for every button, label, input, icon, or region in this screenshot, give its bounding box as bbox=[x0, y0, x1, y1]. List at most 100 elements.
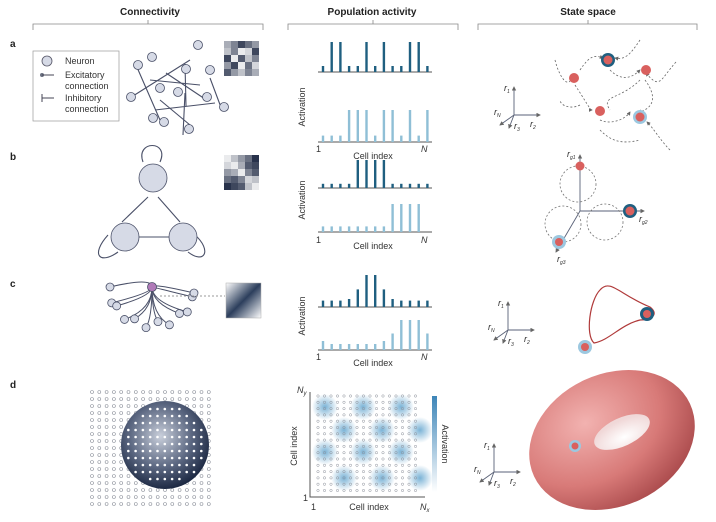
grid-neuron bbox=[401, 432, 404, 436]
sheet-neuron bbox=[112, 397, 116, 401]
sheet-neuron bbox=[126, 488, 131, 492]
sheet-neuron bbox=[134, 404, 138, 408]
ylabel-d: Cell index bbox=[289, 426, 299, 466]
bar-a-state1-9 bbox=[391, 66, 394, 72]
grid-neuron bbox=[414, 407, 417, 411]
sheet-neuron bbox=[90, 488, 94, 492]
grid-neuron bbox=[381, 489, 385, 492]
excitatory-icon bbox=[40, 73, 54, 77]
grid-neuron bbox=[336, 470, 339, 474]
sheet-neuron bbox=[192, 495, 196, 499]
activity-bump bbox=[331, 465, 357, 491]
sheet-neuron bbox=[112, 404, 116, 408]
grid-neuron bbox=[323, 470, 326, 474]
grid-neuron bbox=[323, 432, 326, 436]
grid-neuron bbox=[368, 470, 372, 474]
grid-neuron bbox=[401, 419, 404, 423]
bar-b-state2-5 bbox=[356, 226, 359, 232]
bump-neuron bbox=[156, 456, 159, 460]
bump-neuron bbox=[185, 470, 188, 474]
sheet-neuron bbox=[90, 446, 94, 450]
axis-label: r2 bbox=[530, 119, 536, 131]
grid-neuron bbox=[316, 432, 320, 436]
grid-neuron bbox=[349, 419, 352, 423]
legend-neuron: Neuron bbox=[65, 56, 95, 66]
matrix-cell bbox=[245, 169, 252, 176]
grid-neuron bbox=[323, 457, 326, 461]
sheet-neuron bbox=[192, 502, 196, 506]
grid-neuron bbox=[401, 489, 404, 492]
bump-neuron bbox=[170, 470, 174, 474]
matrix-cell bbox=[252, 183, 259, 190]
grid-neuron bbox=[336, 400, 339, 404]
grid-neuron bbox=[329, 489, 333, 492]
ring-neuron bbox=[105, 282, 115, 292]
sheet-neuron bbox=[163, 495, 167, 499]
sheet-neuron bbox=[177, 502, 182, 506]
sheet-neuron bbox=[119, 418, 123, 422]
bump-neuron bbox=[156, 421, 159, 425]
grid-neuron bbox=[355, 463, 359, 467]
bump-neuron bbox=[148, 456, 152, 460]
sheet-neuron bbox=[185, 488, 189, 492]
grid-neuron bbox=[362, 463, 365, 467]
sheet-neuron bbox=[199, 495, 204, 499]
grid-neuron bbox=[349, 463, 352, 467]
grid-neuron bbox=[329, 444, 333, 448]
sheet-neuron bbox=[97, 397, 102, 401]
axis-rn bbox=[499, 114, 515, 126]
bump-neuron bbox=[141, 442, 145, 446]
grid-neuron bbox=[394, 463, 398, 467]
grid-neuron bbox=[316, 463, 320, 467]
grid-neuron bbox=[349, 476, 352, 480]
bar-c-state2-4 bbox=[347, 344, 351, 350]
grid-neuron bbox=[316, 444, 320, 448]
matrix-cell bbox=[238, 155, 245, 162]
sheet-neuron bbox=[155, 502, 160, 506]
sheet-neuron bbox=[192, 390, 196, 394]
sheet-neuron bbox=[97, 474, 102, 478]
matrix-cell bbox=[252, 62, 259, 69]
grid-neuron bbox=[349, 489, 352, 492]
sheet-neuron bbox=[97, 425, 102, 429]
sheet-neuron bbox=[155, 390, 160, 394]
grid-neuron bbox=[394, 444, 398, 448]
sheet-neuron bbox=[207, 481, 211, 485]
bump-neuron bbox=[163, 407, 167, 411]
grid-neuron bbox=[368, 413, 372, 417]
grid-neuron bbox=[407, 419, 411, 423]
sheet-neuron bbox=[104, 474, 109, 478]
grid-neuron bbox=[381, 400, 385, 404]
grid-neuron bbox=[355, 489, 359, 492]
grid-neuron bbox=[342, 426, 346, 429]
ring-neuron bbox=[182, 307, 192, 317]
matrix-cell bbox=[231, 183, 238, 190]
grid-neuron bbox=[323, 444, 326, 448]
bar-c-state2-1 bbox=[321, 341, 325, 350]
bar-b-state2-3 bbox=[339, 226, 342, 232]
axis-label: r2 bbox=[524, 334, 530, 346]
sheet-neuron bbox=[199, 411, 204, 415]
bump-neuron bbox=[192, 442, 196, 446]
grid-neuron bbox=[362, 400, 365, 404]
bar-c-state1-8 bbox=[382, 289, 386, 307]
sheet-neuron bbox=[112, 488, 116, 492]
grid-neuron bbox=[342, 419, 346, 423]
sheet-neuron bbox=[90, 390, 94, 394]
sheet-neuron bbox=[141, 495, 145, 499]
sheet-neuron bbox=[104, 460, 109, 464]
grid-neuron bbox=[349, 407, 352, 411]
bump-neuron bbox=[185, 442, 188, 446]
bar-b-state2-7 bbox=[374, 226, 377, 232]
sheet-neuron bbox=[97, 418, 102, 422]
grid-neuron bbox=[342, 432, 346, 436]
matrix-cell bbox=[231, 155, 238, 162]
activity-bump bbox=[407, 465, 433, 491]
active-neuron bbox=[147, 282, 157, 292]
bump-neuron bbox=[141, 470, 145, 474]
sheet-neuron bbox=[155, 488, 160, 492]
grid-neuron bbox=[323, 394, 326, 398]
grid-neuron bbox=[401, 444, 404, 448]
tick-nx: Nx bbox=[420, 502, 431, 514]
